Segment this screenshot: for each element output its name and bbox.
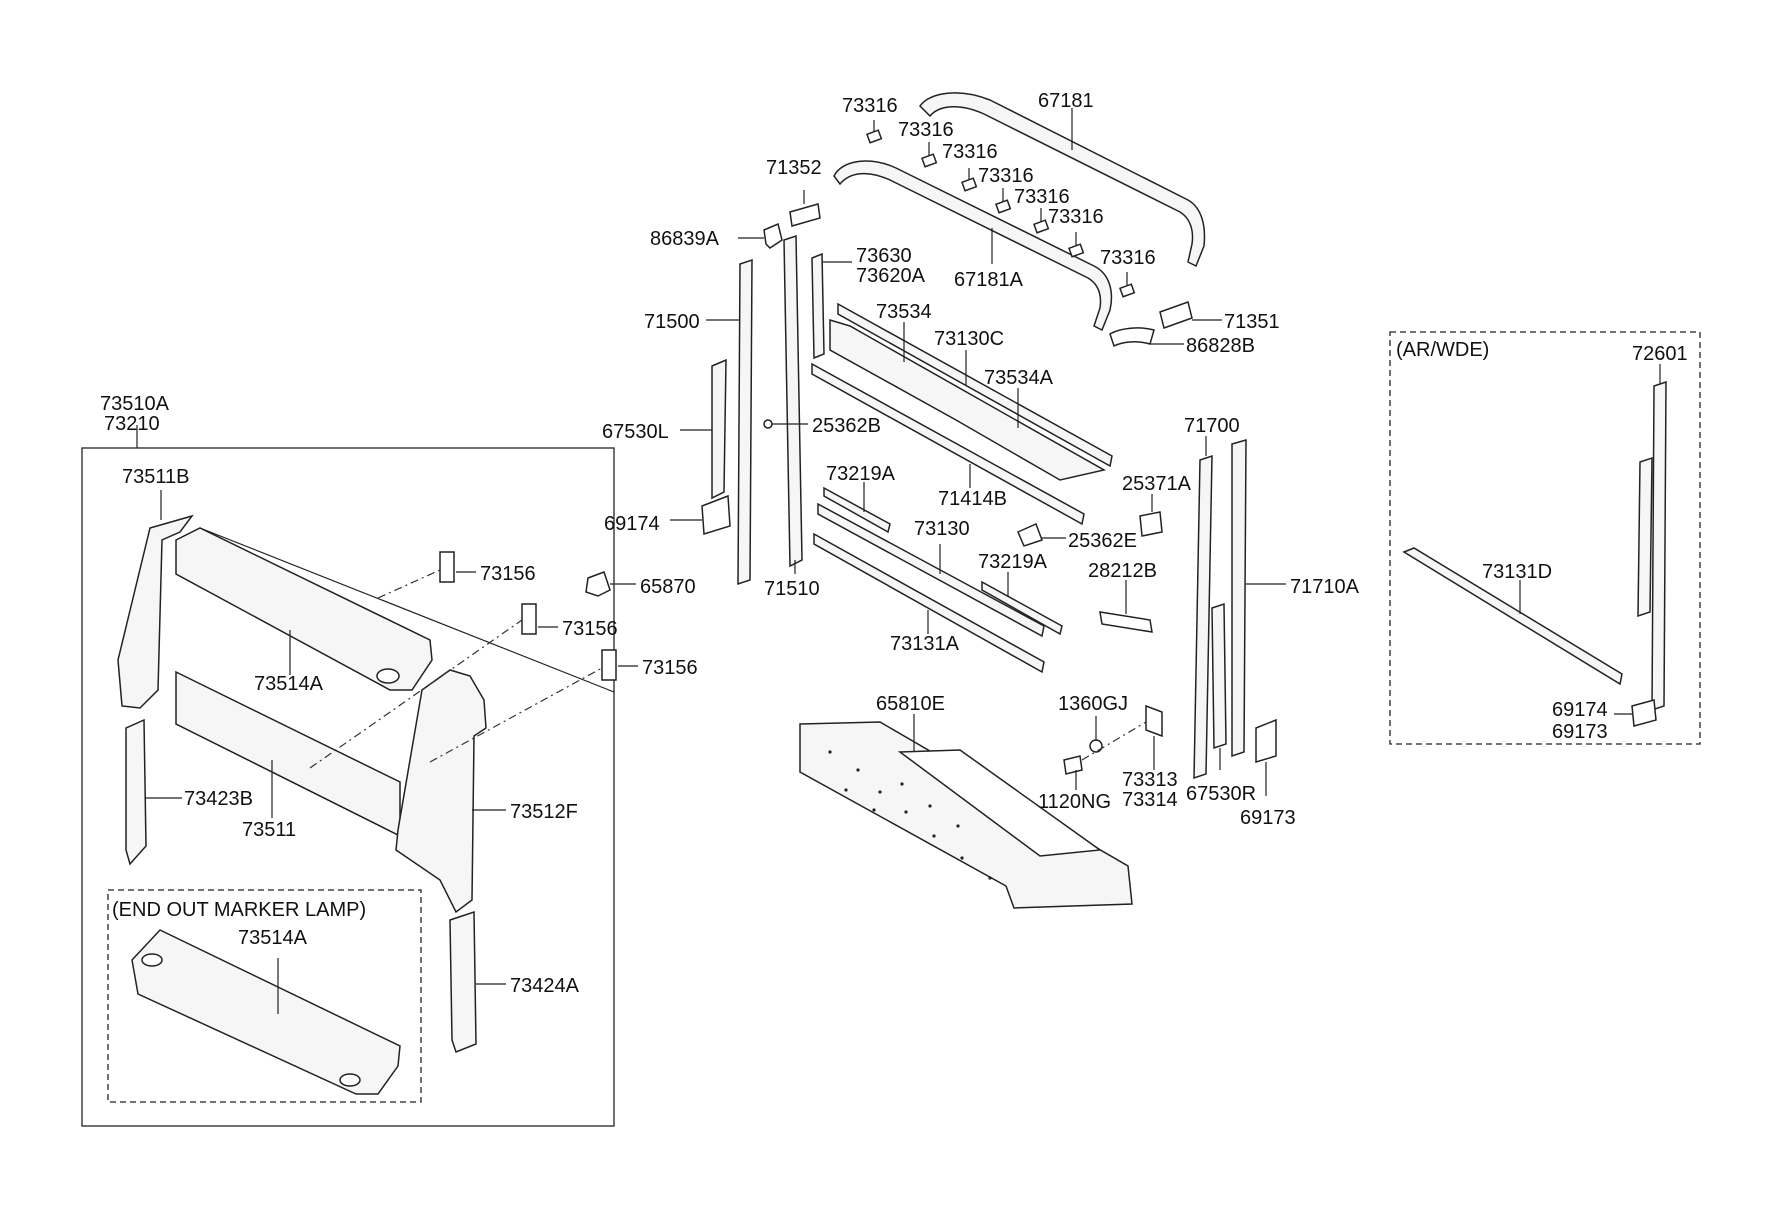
label-73514A: 73514A (238, 927, 308, 949)
label-73316: 73316 (898, 119, 954, 141)
label-73620A: 73620A (856, 265, 926, 287)
label-73511B: 73511B (122, 466, 189, 488)
ar-wde-caption: (AR/WDE) (1396, 339, 1489, 361)
label-67530R: 67530R (1186, 783, 1256, 805)
label-25371A: 25371A (1122, 473, 1192, 495)
part-73156-clip-b (521, 603, 537, 635)
label-67181A: 67181A (954, 269, 1024, 291)
label-73316: 73316 (942, 141, 998, 163)
label-73316: 73316 (842, 95, 898, 117)
part-67181A-roof-bow (833, 160, 1113, 332)
label-73316: 73316 (1014, 186, 1070, 208)
label-25362E: 25362E (1068, 530, 1137, 552)
label-73219A: 73219A (978, 551, 1048, 573)
part-73130C-panel (829, 318, 1107, 481)
part-73131D-rail (1402, 547, 1623, 686)
ar-wde-box (1389, 331, 1701, 745)
label-69173: 69173 (1240, 807, 1296, 829)
end-out-marker-lamp-box (107, 889, 422, 1103)
assembly-box-73510A (81, 447, 615, 1127)
label-73131D: 73131D (1482, 561, 1552, 583)
label-73630: 73630 (856, 245, 912, 267)
label-65870: 65870 (640, 576, 696, 598)
label-28212B: 28212B (1088, 560, 1157, 582)
part-73511B-left-corner (117, 514, 194, 709)
label-73512F: 73512F (510, 801, 578, 823)
label-73131A: 73131A (890, 633, 960, 655)
part-73514A-marker-lamp-header (131, 929, 401, 1095)
part-73156-clip-a (439, 551, 455, 583)
part-73512F-right-corner (395, 669, 487, 914)
part-73534-rail (837, 302, 1113, 468)
label-73130C: 73130C (934, 328, 1004, 350)
label-69174: 69174 (604, 513, 660, 535)
label-73534A: 73534A (984, 367, 1054, 389)
part-labels: 67181 73316 73316 73316 73316 73316 7331… (100, 90, 1688, 997)
label-73511: 73511 (242, 819, 296, 841)
label-72601: 72601 (1632, 343, 1688, 365)
label-73514A: 73514A (254, 673, 324, 695)
label-71414B: 71414B (938, 488, 1007, 510)
part-71510-inner-post (783, 234, 803, 568)
label-73210: 73210 (104, 413, 160, 435)
label-71700: 71700 (1184, 415, 1240, 437)
label-73130: 73130 (914, 518, 970, 540)
label-73316: 73316 (1100, 247, 1156, 269)
label-69173: 69173 (1552, 721, 1608, 743)
part-73424A-strip (449, 910, 477, 1053)
label-73219A: 73219A (826, 463, 896, 485)
label-86828B: 86828B (1186, 335, 1255, 357)
part-65810E-floor (799, 721, 1133, 909)
label-1120NG: 1120NG (1038, 791, 1111, 813)
label-25362B: 25362B (812, 415, 881, 437)
label-86839A: 86839A (650, 228, 720, 250)
label-73316: 73316 (1048, 206, 1104, 228)
part-73156-clip-c (601, 649, 617, 681)
label-73156: 73156 (480, 563, 536, 585)
label-1360GJ: 1360GJ (1058, 693, 1128, 715)
label-73423B: 73423B (184, 788, 253, 810)
label-73316: 73316 (978, 165, 1034, 187)
label-65810E: 65810E (876, 693, 945, 715)
label-73313: 73313 (1122, 769, 1178, 791)
label-67530L: 67530L (602, 421, 669, 443)
label-73156: 73156 (562, 618, 618, 640)
part-71700-right-post (1193, 454, 1213, 780)
part-71500-left-post (737, 258, 753, 586)
part-71710A-right-post (1231, 439, 1247, 758)
part-73131A-rail (813, 532, 1045, 674)
label-69174: 69174 (1552, 699, 1608, 721)
label-73156: 73156 (642, 657, 698, 679)
part-73514A-header (175, 527, 433, 691)
label-73534: 73534 (876, 301, 932, 323)
marker-lamp-caption: (END OUT MARKER LAMP) (112, 899, 366, 921)
label-67181: 67181 (1038, 90, 1094, 112)
label-73510A: 73510A (100, 393, 170, 415)
part-72601-post (1651, 380, 1667, 712)
label-71351: 71351 (1224, 311, 1280, 333)
part-73423B-strip (125, 718, 147, 866)
part-71414B-rail (811, 362, 1085, 526)
label-71500: 71500 (644, 311, 700, 333)
label-71710A: 71710A (1290, 576, 1360, 598)
label-71510: 71510 (764, 578, 820, 600)
label-73314: 73314 (1122, 789, 1178, 811)
label-71352: 71352 (766, 157, 822, 179)
part-73130-rail (817, 502, 1045, 638)
label-73424A: 73424A (510, 975, 580, 997)
part-73511-rear-panel (175, 670, 401, 838)
part-67181-roof-bow (919, 92, 1206, 268)
